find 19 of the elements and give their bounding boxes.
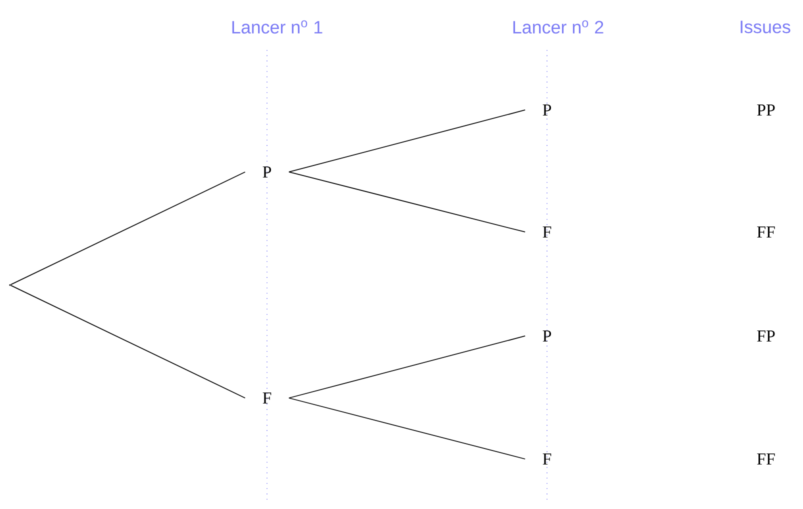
branch-line: [10, 172, 246, 286]
branch-line: [288, 110, 526, 172]
outcome-letter: P: [542, 104, 552, 116]
outcome-letter: F: [542, 226, 552, 238]
outcome-letter: F: [542, 453, 552, 465]
outcome-label: FF: [757, 226, 775, 238]
branch-line: [288, 398, 526, 460]
outcome-label: FP: [757, 330, 775, 342]
column-heading: Lancer n$^{o}$ 2: [513, 20, 604, 34]
column-heading: Issues: [740, 20, 790, 34]
branch-line: [10, 284, 246, 398]
branch-line: [288, 336, 526, 398]
outcome-letter: P: [262, 166, 272, 178]
branch-line: [288, 172, 526, 232]
outcome-label: FF: [757, 453, 775, 465]
column-heading: Lancer n$^{o}$ 1: [232, 20, 322, 34]
outcome-letter: F: [262, 392, 272, 404]
outcome-label: PP: [757, 104, 775, 116]
outcome-letter: P: [542, 330, 552, 342]
